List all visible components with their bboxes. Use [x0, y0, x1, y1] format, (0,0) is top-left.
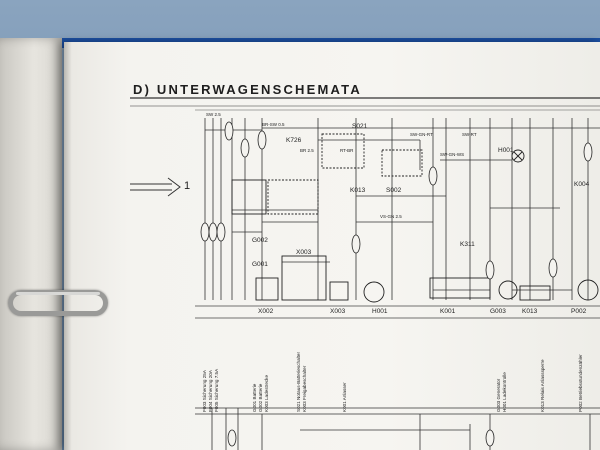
page-gutter-shadow — [64, 42, 72, 450]
legend-item: G003 Generator — [496, 378, 501, 412]
legend-item: K003 Ladestrecke — [264, 375, 269, 412]
label-x003: X003 — [296, 249, 312, 256]
label-s002: S002 — [386, 187, 402, 194]
component-box-x002 — [255, 277, 279, 301]
component-box-k013 — [519, 285, 551, 301]
label-g001: G001 — [252, 261, 268, 268]
legend-item: K001 Anlasser — [342, 382, 347, 412]
wire-labels: BR-SW 0.5 SW 2.5 BR 2.5 SW-GN-RT SW-RT S… — [206, 112, 477, 219]
label-h001: H001 — [498, 147, 514, 154]
component-box-x003 — [281, 255, 327, 301]
label-s021: S021 — [352, 123, 368, 130]
arrow-reference-number: 1 — [184, 180, 191, 192]
label-k001: K001 — [440, 308, 456, 315]
generator-symbol-g003 — [498, 280, 518, 300]
wire-label: RT-BR — [340, 148, 354, 153]
wire-label: BR-SW 0.5 — [262, 122, 285, 127]
page-title: D) UNTERWAGENSCHEMATA — [133, 82, 362, 97]
legend-item: P002 Betriebsstundenzähler — [578, 354, 583, 412]
legend-item: K013 Relais Anlasssperre — [540, 359, 545, 412]
wire-label: SW 2.5 — [206, 112, 221, 117]
pointer-arrow — [130, 177, 181, 197]
switch-box-s021 — [321, 133, 365, 169]
horizontal-connectors — [205, 127, 600, 291]
component-box-k001 — [429, 277, 491, 299]
wire-label: SW-GN-WS — [440, 152, 464, 157]
legend-item: G001 Batterie — [252, 383, 257, 412]
label-k013-b: K013 — [522, 308, 538, 315]
legend-item: K003 Freigabeschalter — [302, 365, 307, 412]
label-k311: K311 — [460, 241, 475, 248]
wire-label: BR 2.5 — [300, 148, 314, 153]
gauge-symbol-p002 — [577, 279, 599, 301]
left-page-stack — [0, 38, 62, 450]
wire-label: VS-GN 2.5 — [380, 214, 402, 219]
legend-item: F005 Sicherung 7.5A — [214, 368, 219, 412]
legend-item: F004 Sicherung 20A — [208, 369, 213, 412]
label-p002: P002 — [571, 308, 587, 315]
label-k726: K726 — [286, 137, 302, 144]
component-boxes — [231, 133, 551, 301]
switch-box-s002 — [381, 149, 423, 177]
label-k013: K013 — [350, 187, 366, 194]
lamp-symbol-h001 — [511, 149, 525, 163]
label-x002: X002 — [258, 308, 274, 315]
label-h001-b: H001 — [372, 308, 388, 315]
label-g003: G003 — [490, 308, 506, 315]
label-k004: K004 — [574, 181, 590, 188]
legend-item: F003 Sicherung 25A — [202, 369, 207, 412]
legend-item: H001 Ladekontrolle — [502, 372, 507, 412]
round-components — [363, 149, 599, 303]
wire-label: SW-RT — [462, 132, 477, 137]
component-box-x003-b — [329, 281, 349, 301]
wire-label: SW-GN-RT — [410, 132, 433, 137]
binder-ring-highlight — [16, 292, 100, 295]
label-x003-b: X003 — [330, 308, 346, 315]
label-g002: G002 — [252, 237, 268, 244]
relay-box-k013-group — [231, 179, 267, 215]
legend-item: G002 Batterie — [258, 383, 263, 412]
component-legend: F003 Sicherung 25A F004 Sicherung 20A F0… — [202, 352, 583, 412]
lower-fuse-symbols — [227, 429, 495, 447]
motor-symbol-h001 — [363, 281, 385, 303]
fuse-symbols — [200, 121, 593, 280]
relay-box-dashed — [267, 179, 319, 215]
legend-item: S021 Notaus-Batterieschalter — [296, 352, 301, 412]
lower-schematic-fragment — [195, 407, 600, 450]
component-labels: K726 S021 S002 K013 H001 K311 G002 G001 … — [252, 123, 590, 315]
